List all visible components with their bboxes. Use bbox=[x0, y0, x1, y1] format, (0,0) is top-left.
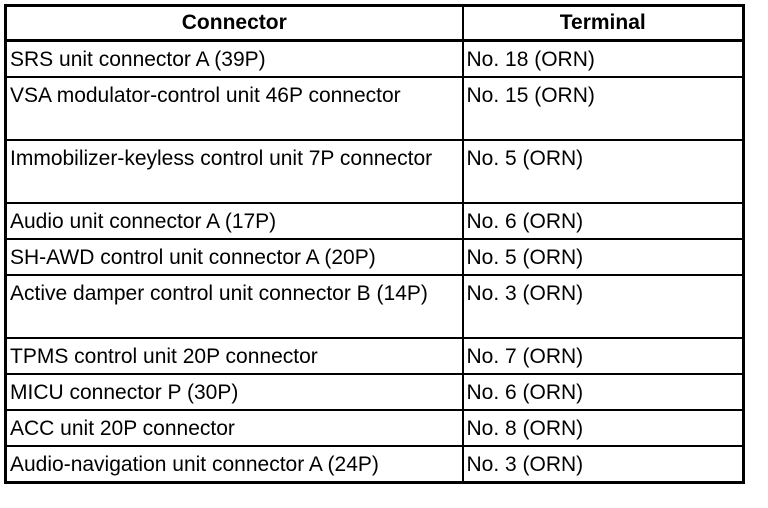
connector-cell: TPMS control unit 20P connector bbox=[4, 337, 464, 375]
connector-cell: MICU connector P (30P) bbox=[4, 373, 464, 411]
table-row: SH-AWD control unit connector A (20P) No… bbox=[4, 238, 745, 276]
connector-cell: VSA modulator-control unit 46P connector bbox=[4, 76, 464, 141]
terminal-cell: No. 5 (ORN) bbox=[461, 139, 745, 204]
connector-cell: SRS unit connector A (39P) bbox=[4, 39, 464, 78]
connector-terminal-table: Connector Terminal SRS unit connector A … bbox=[4, 4, 745, 484]
connector-cell: Audio-navigation unit connector A (24P) bbox=[4, 445, 464, 484]
terminal-cell: No. 18 (ORN) bbox=[461, 39, 745, 78]
terminal-cell: No. 6 (ORN) bbox=[461, 202, 745, 240]
terminal-cell: No. 15 (ORN) bbox=[461, 76, 745, 141]
connector-cell: SH-AWD control unit connector A (20P) bbox=[4, 238, 464, 276]
table-row: VSA modulator-control unit 46P connector… bbox=[4, 76, 745, 141]
connector-cell: ACC unit 20P connector bbox=[4, 409, 464, 447]
table-row: Immobilizer-keyless control unit 7P conn… bbox=[4, 139, 745, 204]
table-row: Audio unit connector A (17P) No. 6 (ORN) bbox=[4, 202, 745, 240]
column-header-terminal: Terminal bbox=[461, 4, 745, 42]
connector-cell: Audio unit connector A (17P) bbox=[4, 202, 464, 240]
terminal-cell: No. 3 (ORN) bbox=[461, 274, 745, 339]
table-row: Active damper control unit connector B (… bbox=[4, 274, 745, 339]
connector-terminal-table-container: Connector Terminal SRS unit connector A … bbox=[4, 4, 745, 484]
connector-cell: Active damper control unit connector B (… bbox=[4, 274, 464, 339]
terminal-cell: No. 5 (ORN) bbox=[461, 238, 745, 276]
connector-cell: Immobilizer-keyless control unit 7P conn… bbox=[4, 139, 464, 204]
terminal-cell: No. 6 (ORN) bbox=[461, 373, 745, 411]
table-header-row: Connector Terminal bbox=[4, 4, 745, 42]
table-row: SRS unit connector A (39P) No. 18 (ORN) bbox=[4, 39, 745, 78]
table-row: ACC unit 20P connector No. 8 (ORN) bbox=[4, 409, 745, 447]
table-row: Audio-navigation unit connector A (24P) … bbox=[4, 445, 745, 484]
terminal-cell: No. 7 (ORN) bbox=[461, 337, 745, 375]
terminal-cell: No. 8 (ORN) bbox=[461, 409, 745, 447]
table-row: MICU connector P (30P) No. 6 (ORN) bbox=[4, 373, 745, 411]
terminal-cell: No. 3 (ORN) bbox=[461, 445, 745, 484]
table-row: TPMS control unit 20P connector No. 7 (O… bbox=[4, 337, 745, 375]
column-header-connector: Connector bbox=[4, 4, 464, 42]
